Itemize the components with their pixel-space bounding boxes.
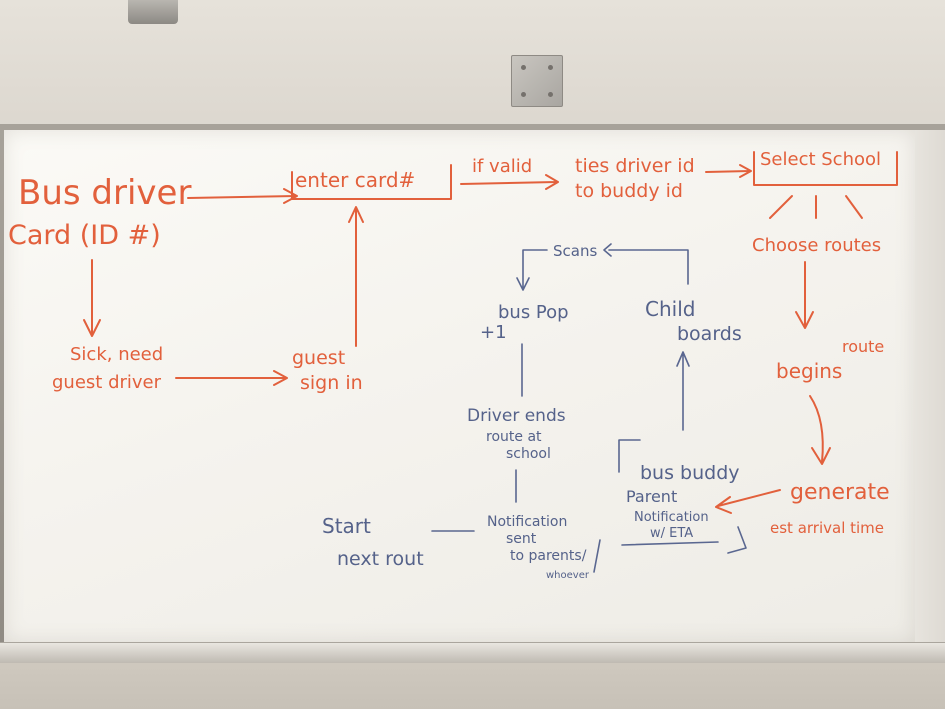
guest-text-2: sign in xyxy=(300,372,363,394)
boards-text: boards xyxy=(677,323,742,345)
child-text: Child xyxy=(645,297,695,321)
adjacent-board-edge xyxy=(915,130,945,643)
arrow-generate-to-parent xyxy=(715,489,781,514)
enter-card-text: enter card# xyxy=(295,168,415,192)
scans-left-branch xyxy=(516,249,548,291)
notif-sent-text-3: to parents/ xyxy=(510,548,587,564)
arrow-sick-to-guest xyxy=(175,370,288,386)
wall-plate xyxy=(511,55,563,107)
notification-eta-text-1: Notification xyxy=(634,510,709,525)
driver-ends-text-3: school xyxy=(506,446,551,462)
whiteboard-surface xyxy=(4,130,915,643)
arrow-choose-to-begins xyxy=(795,261,814,329)
whoever-text: whoever xyxy=(546,570,590,581)
bus-driver-text: Bus driver xyxy=(18,173,191,213)
marker-tray xyxy=(0,642,945,663)
bus-pop-text: bus Pop xyxy=(498,302,569,323)
parent-text: Parent xyxy=(626,487,677,506)
scans-right-branch xyxy=(603,243,689,285)
arrow-ties-to-school xyxy=(705,164,752,178)
slash-to-parents xyxy=(593,539,601,573)
bus-buddy-text: bus buddy xyxy=(640,462,740,484)
driver-ends-text-2: route at xyxy=(486,429,542,445)
next-rout-text: next rout xyxy=(337,548,424,570)
route-tick-left xyxy=(769,195,793,219)
generate-text: generate xyxy=(790,480,890,505)
arrow-enter-to-ties xyxy=(460,174,559,190)
ties-text-1: ties driver id xyxy=(575,155,695,177)
select-school-bracket xyxy=(753,151,898,186)
notif-sent-text-1: Notification xyxy=(487,514,567,530)
if-valid-text: if valid xyxy=(472,156,532,177)
begins-text: begins xyxy=(776,359,842,383)
arrow-guest-to-enter xyxy=(348,206,364,347)
ties-text-2: to buddy id xyxy=(575,180,683,202)
select-school-text: Select School xyxy=(760,149,881,170)
driver-ends-text-1: Driver ends xyxy=(467,406,566,426)
line-under-notification xyxy=(621,526,747,554)
notif-sent-text-2: sent xyxy=(506,531,537,547)
scans-text: Scans xyxy=(553,242,597,260)
arrow-card-to-enter xyxy=(187,188,298,204)
wall-bottom xyxy=(0,660,945,709)
enter-card-bracket xyxy=(291,164,452,200)
choose-routes-text: Choose routes xyxy=(752,235,881,256)
busbuddy-bracket xyxy=(618,439,641,473)
ceiling-fixture xyxy=(128,0,178,24)
plus-one-text: +1 xyxy=(480,322,507,343)
arrow-begins-to-generate xyxy=(809,395,831,465)
card-id-text: Card (ID #) xyxy=(8,220,161,251)
guest-text-1: guest xyxy=(292,347,345,369)
sick-text-1: Sick, need xyxy=(70,344,163,365)
arrow-card-to-sick xyxy=(83,259,101,337)
arrow-busbuddy-to-child xyxy=(676,351,690,431)
start-text: Start xyxy=(322,514,371,538)
route-text: route xyxy=(842,337,884,356)
route-tick-right xyxy=(845,195,863,219)
est-arrival-text: est arrival time xyxy=(770,519,884,537)
sick-text-2: guest driver xyxy=(52,372,162,393)
notification-eta-text-2: w/ ETA xyxy=(650,526,693,541)
